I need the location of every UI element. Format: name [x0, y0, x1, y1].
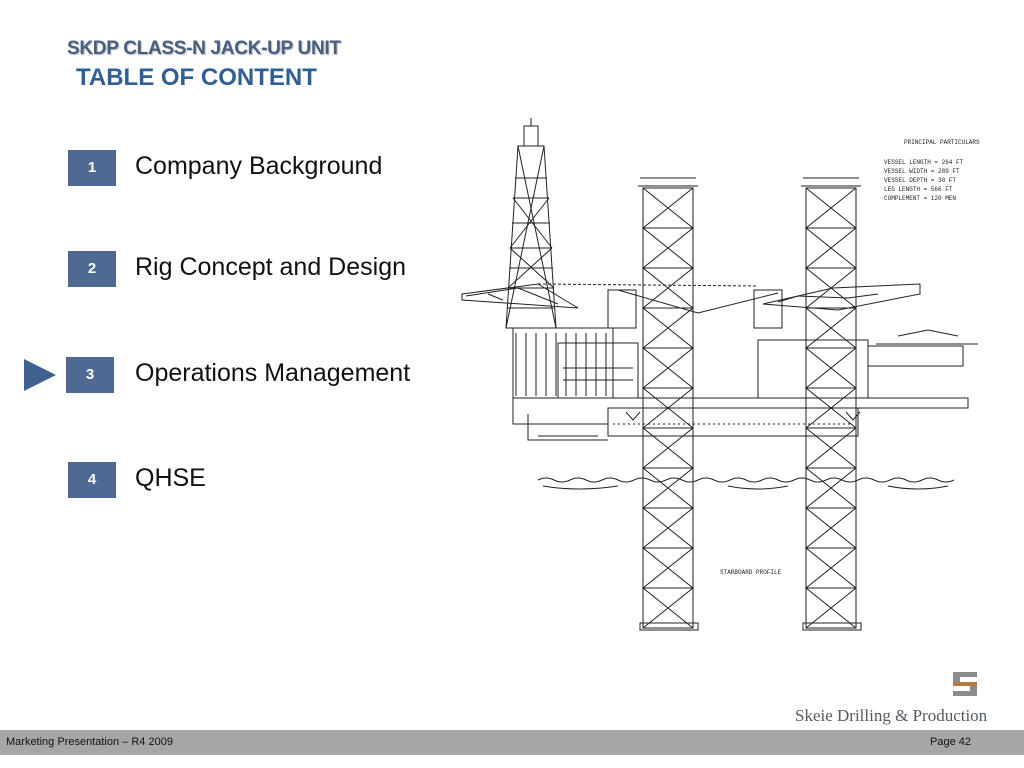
skeie-logo-icon [953, 672, 977, 696]
particulars-title: PRINCIPAL PARTICULARS [904, 139, 980, 146]
toc-item-4[interactable]: 4 QHSE [0, 462, 460, 498]
toc-item-label: QHSE [135, 464, 206, 492]
particulars-row: VESSEL WIDTH = 289 FT [884, 168, 960, 175]
particulars-row: LEG LENGTH = 566 FT [884, 186, 953, 193]
slide-supertitle: SKDP CLASS-N JACK-UP UNIT [67, 38, 341, 59]
slide-footer: Marketing Presentation – R4 2009 Page 42 [0, 730, 1024, 755]
toc-item-3[interactable]: 3 Operations Management [0, 357, 460, 393]
toc-number-badge: 2 [68, 251, 116, 287]
cranes [461, 283, 921, 329]
particulars-row: COMPLEMENT = 120 MEN [884, 195, 956, 202]
principal-particulars: PRINCIPAL PARTICULARS VESSEL LENGTH = 26… [720, 139, 980, 576]
derrick [505, 118, 557, 329]
particulars-row: VESSEL LENGTH = 264 FT [884, 159, 964, 166]
toc-number-badge: 4 [68, 462, 116, 498]
sea-surface [537, 477, 955, 490]
toc-item-2[interactable]: 2 Rig Concept and Design [0, 251, 460, 287]
current-section-arrow-icon [24, 359, 56, 391]
legs [638, 177, 862, 631]
toc-item-label: Rig Concept and Design [135, 253, 406, 281]
toc-number-badge: 1 [68, 150, 116, 186]
toc-item-label: Company Background [135, 152, 383, 180]
toc-item-1[interactable]: 1 Company Background [0, 150, 460, 186]
footer-presentation-name: Marketing Presentation – R4 2009 [6, 736, 173, 748]
footer-page-number: Page 42 [930, 736, 971, 748]
slide-title: TABLE OF CONTENT [76, 64, 317, 91]
drawing-caption: STARBOARD PROFILE [720, 569, 782, 576]
toc-number-badge: 3 [66, 357, 114, 393]
company-logo-text: Skeie Drilling & Production [795, 706, 988, 725]
hull [512, 327, 978, 441]
jackup-rig-drawing: PRINCIPAL PARTICULARS VESSEL LENGTH = 26… [461, 118, 980, 631]
toc-item-label: Operations Management [135, 359, 411, 387]
particulars-row: VESSEL DEPTH = 30 FT [884, 177, 956, 184]
